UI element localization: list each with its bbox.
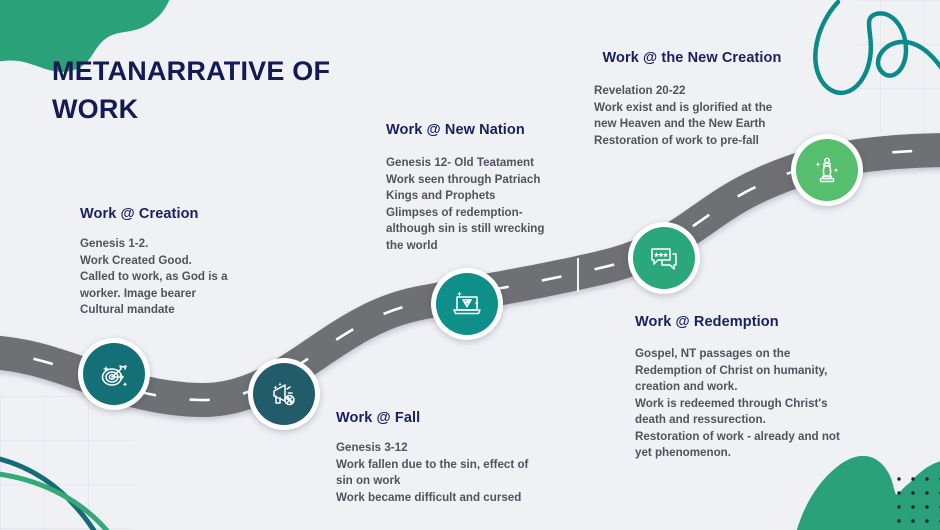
milestone-heading-fall: Work @ Fall bbox=[336, 410, 421, 426]
squiggle-loops bbox=[813, 0, 940, 96]
laptop-diamond-icon bbox=[453, 291, 481, 315]
badge-fall[interactable] bbox=[248, 358, 320, 430]
badge-new-creation-disc bbox=[796, 139, 858, 201]
badge-new-creation[interactable] bbox=[791, 134, 863, 206]
page-title-line2: WORK bbox=[52, 94, 139, 124]
page-title: METANARRATIVE OF WORK bbox=[52, 52, 382, 128]
milestone-block-fall: Work @ Fall Genesis 3-12 Work fallen due… bbox=[336, 408, 551, 506]
top-left-blob bbox=[0, 0, 170, 72]
grid-pattern-bottom-left bbox=[0, 396, 132, 530]
badge-fall-disc bbox=[253, 363, 315, 425]
milestone-heading-new-nation: Work @ New Nation bbox=[386, 122, 525, 138]
milestone-body-fall: Genesis 3-12 Work fallen due to the sin,… bbox=[336, 441, 529, 504]
badge-redemption[interactable] bbox=[628, 222, 700, 294]
milestone-heading-creation: Work @ Creation bbox=[80, 206, 199, 222]
curve-line-green bbox=[0, 471, 110, 530]
dot-grid-decoration bbox=[888, 472, 940, 530]
grid-pattern-top-right bbox=[860, 0, 940, 132]
chess-queen-icon bbox=[815, 157, 839, 183]
megaphone-discount-icon bbox=[273, 382, 295, 406]
milestone-block-creation: Work @ Creation Genesis 1-2. Work Create… bbox=[80, 204, 295, 319]
milestone-block-new-creation: Work @ the New Creation Revelation 20-22… bbox=[594, 48, 790, 149]
badge-new-nation-disc bbox=[436, 273, 498, 335]
badge-creation-disc bbox=[83, 343, 145, 405]
milestone-block-redemption: Work @ Redemption Gospel, NT passages on… bbox=[635, 312, 853, 462]
curve-line-dark bbox=[0, 456, 97, 530]
milestone-body-new-creation: Revelation 20-22 Work exist and is glori… bbox=[594, 84, 773, 147]
target-arrows-icon bbox=[101, 365, 128, 387]
milestone-body-new-nation: Genesis 12- Old Teatament Work seen thro… bbox=[386, 156, 545, 252]
milestone-body-creation: Genesis 1-2. Work Created Good. Called t… bbox=[80, 237, 228, 316]
milestone-heading-new-creation: Work @ the New Creation bbox=[602, 50, 782, 66]
chat-stars-icon bbox=[651, 248, 677, 270]
badge-new-nation[interactable] bbox=[431, 268, 503, 340]
milestone-block-new-nation: Work @ New Nation Genesis 12- Old Teatam… bbox=[386, 120, 558, 254]
milestone-body-redemption: Gospel, NT passages on the Redemption of… bbox=[635, 347, 840, 459]
milestone-heading-redemption: Work @ Redemption bbox=[635, 314, 779, 330]
badge-creation[interactable] bbox=[78, 338, 150, 410]
page-title-line1: METANARRATIVE OF bbox=[52, 56, 331, 86]
badge-redemption-disc bbox=[633, 227, 695, 289]
